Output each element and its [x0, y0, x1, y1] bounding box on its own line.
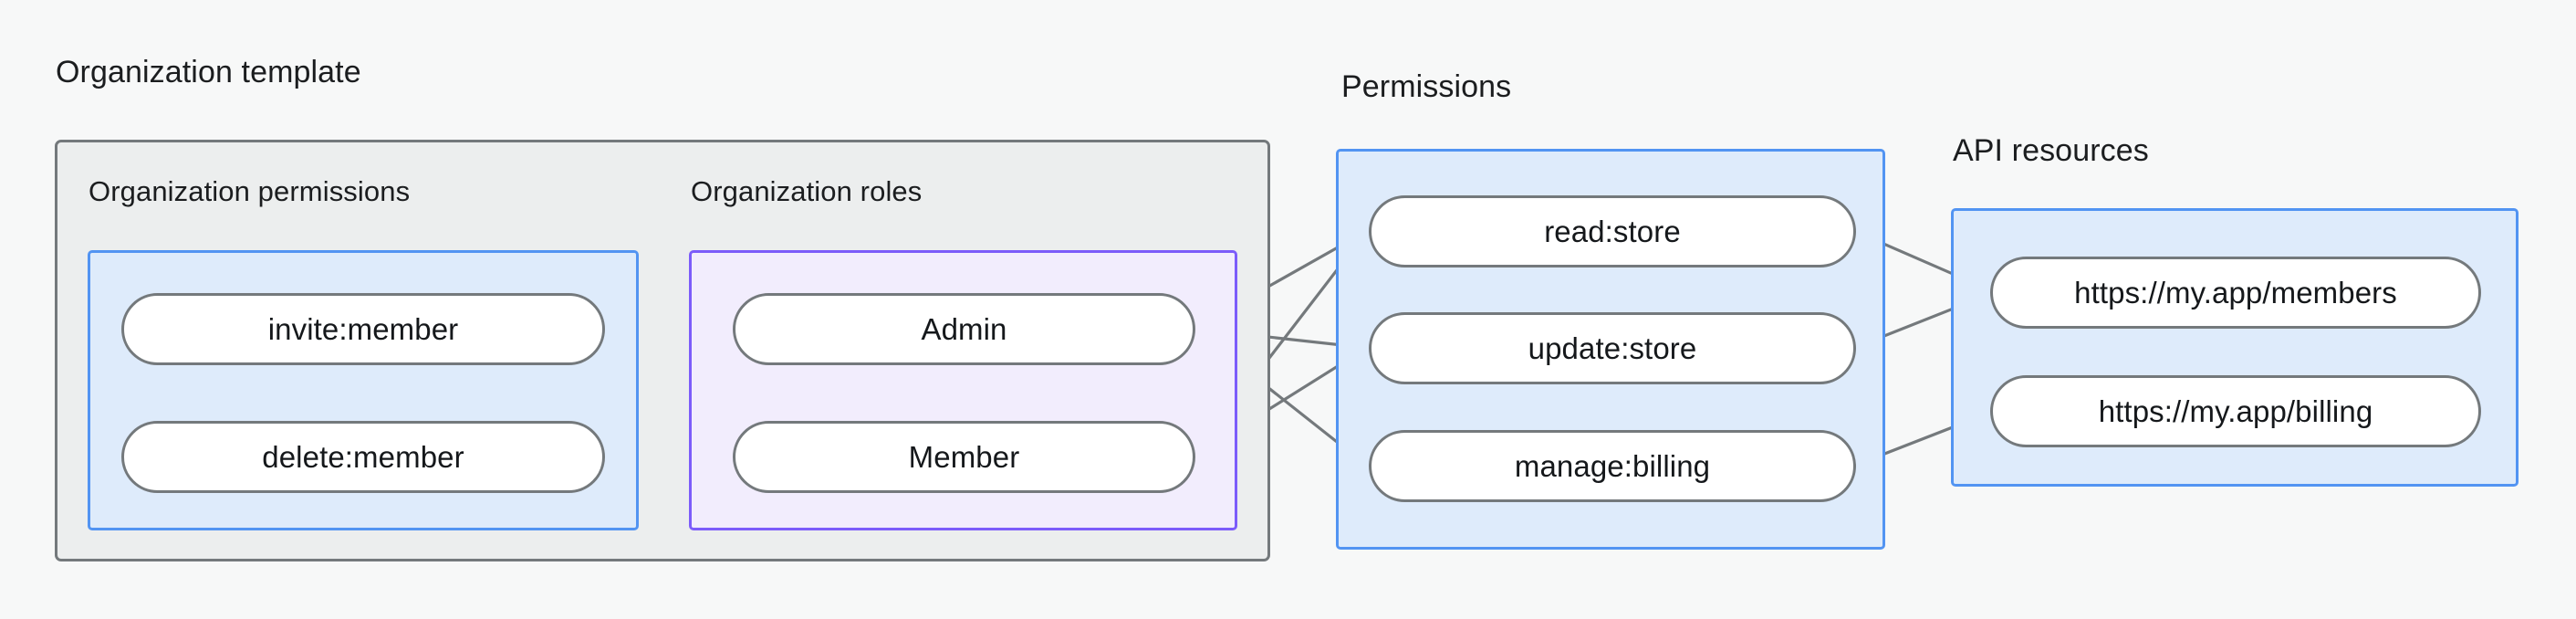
group-title-organization-permissions: Organization permissions — [89, 175, 411, 207]
group-title-permissions: Permissions — [1341, 69, 1512, 104]
node-admin[interactable]: Admin — [733, 293, 1195, 365]
group-title-organization-template: Organization template — [56, 55, 361, 89]
node-url-billing[interactable]: https://my.app/billing — [1990, 375, 2481, 447]
node-read-store[interactable]: read:store — [1369, 195, 1856, 268]
node-delete-member[interactable]: delete:member — [121, 421, 605, 493]
node-invite-member[interactable]: invite:member — [121, 293, 605, 365]
group-title-organization-roles: Organization roles — [691, 175, 923, 207]
node-member[interactable]: Member — [733, 421, 1195, 493]
group-title-api-resources: API resources — [1953, 133, 2149, 168]
node-manage-billing[interactable]: manage:billing — [1369, 430, 1856, 502]
node-update-store[interactable]: update:store — [1369, 312, 1856, 384]
node-url-members[interactable]: https://my.app/members — [1990, 257, 2481, 329]
